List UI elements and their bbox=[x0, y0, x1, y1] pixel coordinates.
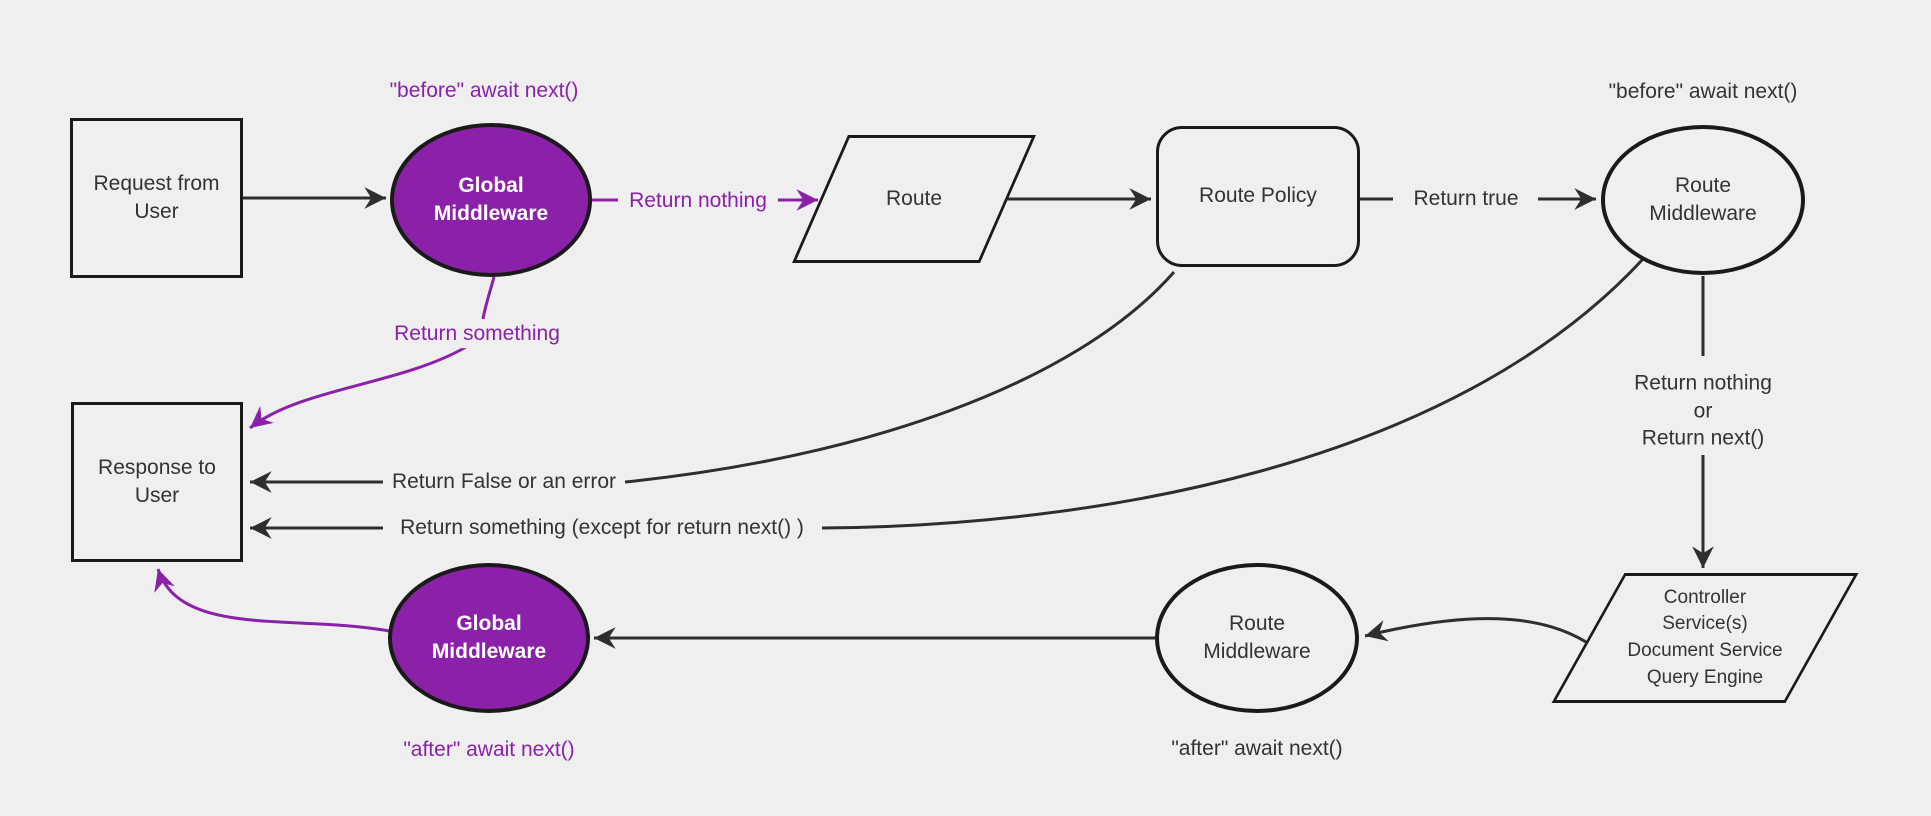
route-middleware-top-node: Route Middleware bbox=[1601, 125, 1805, 275]
services-label: Controller Service(s) Document Service Q… bbox=[1627, 586, 1783, 688]
return-true-label: Return true bbox=[1409, 185, 1523, 213]
return-nothing-label: Return nothing bbox=[625, 187, 771, 215]
global-middleware-top-node: Global Middleware bbox=[390, 123, 592, 277]
edge-return-something-bottom bbox=[249, 345, 467, 430]
edge-global-bottom-to-response bbox=[154, 568, 390, 633]
request-from-user-label: Request from User bbox=[93, 171, 220, 223]
edge-return-something-top bbox=[481, 276, 496, 320]
route-middleware-bottom-label: Route Middleware bbox=[1203, 611, 1311, 663]
global-middleware-bottom-label: Global Middleware bbox=[431, 611, 547, 663]
edge-return-false-curve bbox=[624, 271, 1176, 484]
request-from-user-node: Request from User bbox=[70, 118, 243, 278]
response-to-user-label: Response to User bbox=[98, 455, 216, 507]
after-await-next-global-label: "after" await next() bbox=[403, 738, 575, 761]
route-policy-label: Route Policy bbox=[1199, 184, 1317, 208]
route-label: Route bbox=[885, 186, 943, 210]
response-to-user-node: Response to User bbox=[71, 402, 243, 562]
route-middleware-top-label: Route Middleware bbox=[1649, 173, 1757, 225]
route-middleware-bottom-node: Route Middleware bbox=[1155, 563, 1359, 713]
before-await-next-global-label: "before" await next() bbox=[389, 79, 579, 102]
global-middleware-bottom-node: Global Middleware bbox=[388, 563, 590, 713]
return-something-label: Return something bbox=[390, 320, 564, 348]
return-false-or-error-label: Return False or an error bbox=[387, 468, 621, 496]
before-await-next-route-label: "before" await next() bbox=[1608, 80, 1798, 103]
return-nothing-or-next-label: Return nothing or Return next() bbox=[1630, 369, 1776, 453]
return-something-except-label: Return something (except for return next… bbox=[396, 514, 808, 542]
route-node: Route bbox=[834, 135, 994, 263]
after-await-next-route-label: "after" await next() bbox=[1171, 737, 1343, 760]
global-middleware-top-label: Global Middleware bbox=[433, 173, 549, 225]
route-policy-node: Route Policy bbox=[1156, 126, 1360, 267]
edge-return-something-except-curve bbox=[821, 257, 1645, 530]
services-node: Controller Service(s) Document Service Q… bbox=[1588, 573, 1822, 703]
edge-services-to-routemw-bottom bbox=[1364, 617, 1587, 644]
